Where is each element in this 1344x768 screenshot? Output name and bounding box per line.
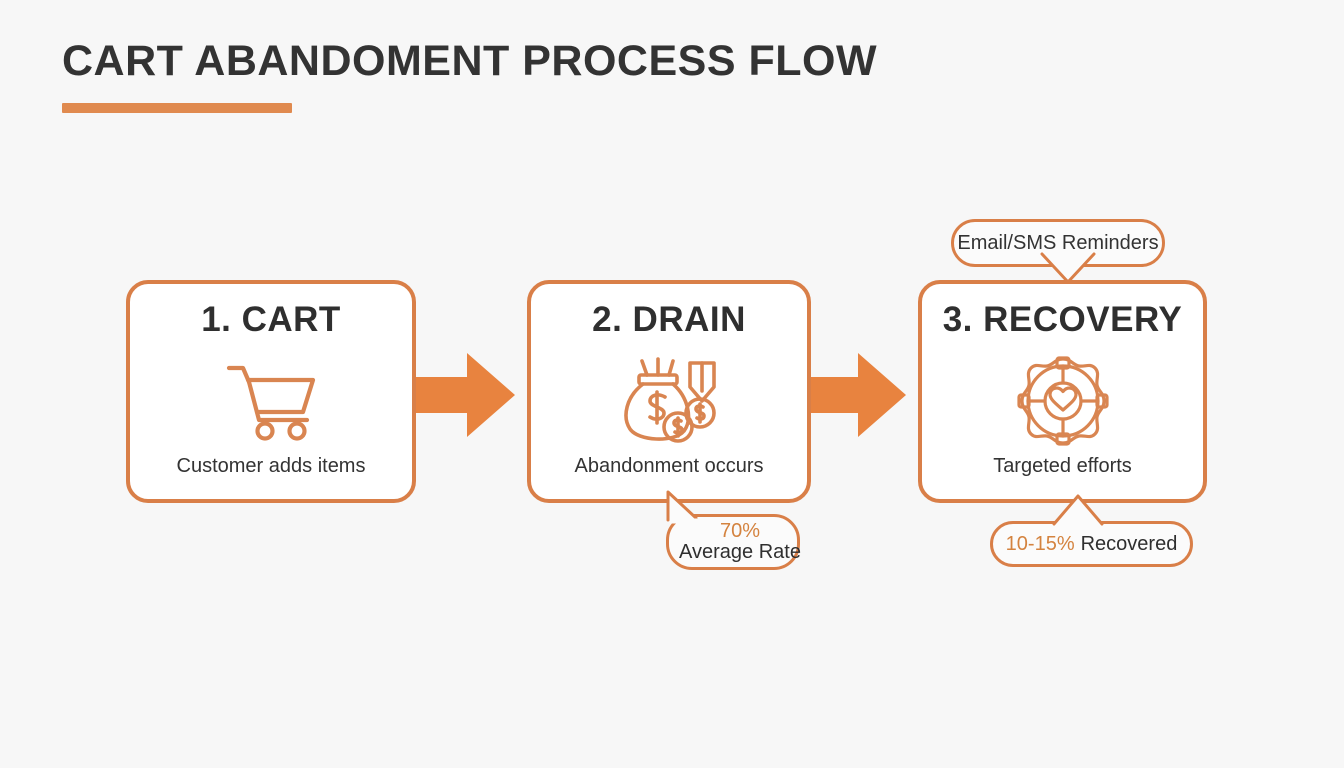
stat-label: Average Rate — [679, 541, 801, 563]
right-arrow-icon — [800, 345, 910, 445]
step-card-cart[interactable]: 1. CART Customer adds items — [126, 280, 416, 503]
step-card-title: 1. CART — [201, 300, 341, 339]
step-card-title: 3. RECOVERY — [942, 300, 1183, 339]
step-card-caption: Targeted efforts — [993, 455, 1132, 477]
stat-value: 70% — [719, 520, 761, 542]
callout-text: Email/SMS Reminders — [957, 231, 1159, 254]
callout-tail-down-icon — [1040, 249, 1096, 284]
step-card-drain[interactable]: 2. DRAIN A — [527, 280, 811, 503]
shopping-cart-icon — [130, 356, 412, 446]
step-card-caption: Abandonment occurs — [574, 455, 764, 477]
stat-label: Recovered — [1080, 532, 1178, 555]
callout-tail-up-icon — [666, 490, 698, 524]
step-card-title: 2. DRAIN — [592, 300, 746, 339]
title-accent-rule — [62, 103, 292, 113]
money-bag-down-arrow-icon — [531, 356, 807, 446]
life-ring-heart-icon — [922, 356, 1203, 446]
page-title: CART ABANDOMENT PROCESS FLOW — [62, 37, 878, 85]
callout-recovered[interactable]: 10-15% Recovered — [990, 521, 1193, 567]
stat-value: 10-15% — [1005, 532, 1075, 555]
callout-tail-up-icon — [1052, 494, 1104, 528]
right-arrow-icon — [409, 345, 519, 445]
step-card-caption: Customer adds items — [176, 455, 366, 477]
step-card-recovery[interactable]: 3. RECOVERY Targeted efforts — [918, 280, 1207, 503]
